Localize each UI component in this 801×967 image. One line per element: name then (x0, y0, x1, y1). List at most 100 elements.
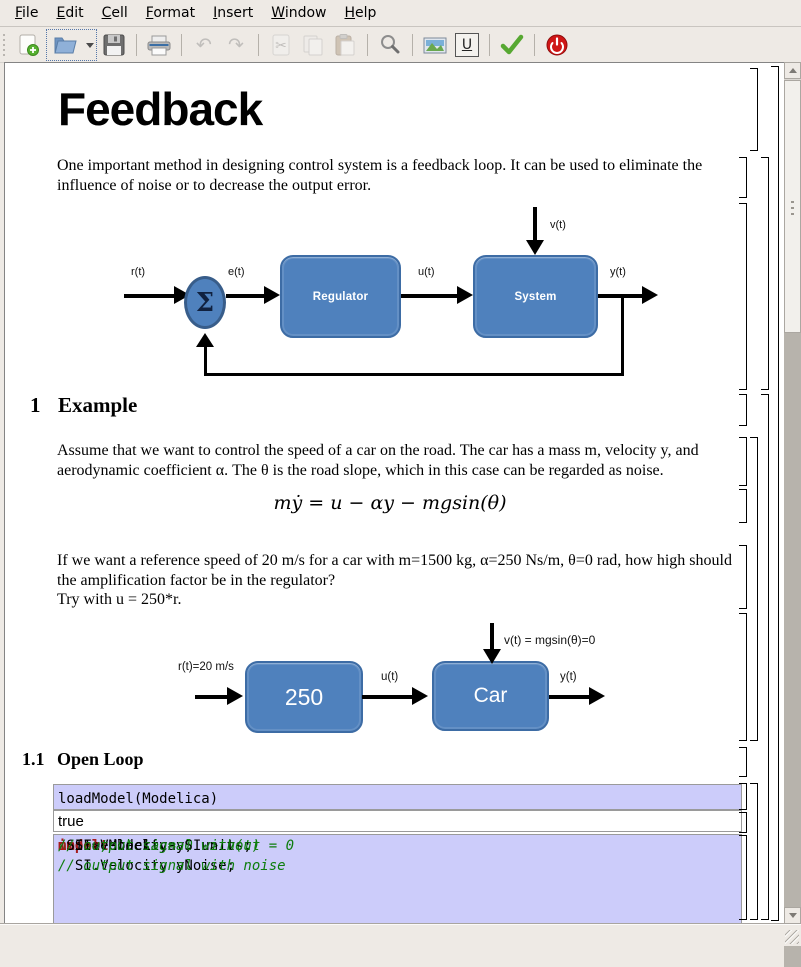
cell-bracket[interactable] (739, 489, 747, 523)
scroll-up-button[interactable] (784, 62, 801, 79)
scrollbar-thumb[interactable] (784, 80, 801, 333)
cell-bracket[interactable] (739, 545, 747, 609)
evaluate-check-icon[interactable] (498, 31, 526, 59)
menu-cell[interactable]: Cell (93, 2, 137, 24)
cell-bracket[interactable] (739, 613, 747, 741)
menu-file[interactable]: File (6, 2, 47, 24)
menu-window-rest: indow (284, 5, 327, 21)
menu-cell-accel: C (101, 5, 112, 21)
new-document-icon[interactable] (15, 31, 43, 59)
car-block: Car (432, 661, 549, 731)
diagram1-v-line (533, 207, 537, 242)
paragraph-intro-line1: One important method in designing contro… (57, 157, 703, 174)
open-notebook-button[interactable] (46, 29, 97, 61)
vertical-scrollbar[interactable] (784, 62, 801, 967)
menu-window[interactable]: Window (262, 2, 335, 24)
code-line-4: noise, theta = 0 -> v(t) = 0 (58, 838, 295, 854)
notebook-view: Feedback One important method in designi… (4, 62, 785, 925)
print-icon[interactable] (145, 31, 173, 59)
cell-bracket[interactable] (739, 812, 747, 833)
menu-file-rest: ile (22, 5, 39, 21)
open-dropdown-icon[interactable] (86, 42, 94, 48)
insert-image-icon[interactable] (421, 31, 449, 59)
document-bracket[interactable] (771, 66, 779, 921)
menu-edit[interactable]: Edit (47, 2, 92, 24)
toolbar-separator (489, 34, 490, 56)
toolbar-separator (367, 34, 368, 56)
paragraph-intro-line2: influence of noise or to decrease the ou… (57, 176, 372, 194)
diagram2-u-line (362, 695, 414, 699)
copy-icon[interactable] (299, 31, 327, 59)
scroll-down-arrow-icon (788, 913, 797, 918)
diagram1-e-arrowhead (264, 286, 280, 304)
menu-help-rest: elp (355, 5, 377, 21)
scrollbar-track[interactable] (784, 333, 801, 967)
scroll-up-arrow-icon (788, 68, 797, 73)
scrollbar-grip-icon (791, 199, 794, 215)
heading-open-loop[interactable]: 1.1 Open Loop (22, 749, 144, 770)
diagram2-r-label: r(t)=20 m/s (178, 661, 234, 673)
menu-bar: File Edit Cell Format Insert Window Help (0, 0, 801, 27)
output-cell-true[interactable]: true (53, 810, 742, 832)
heading-open-loop-text: Open Loop (57, 749, 144, 769)
cut-icon[interactable]: ✂ (267, 31, 295, 59)
menu-help[interactable]: Help (336, 2, 386, 24)
undo-icon[interactable]: ↶ (196, 34, 212, 56)
section-bracket[interactable] (761, 394, 769, 920)
menu-insert-accel: I (213, 5, 218, 21)
heading-example-text: Example (58, 393, 138, 417)
menu-format-accel: F (145, 5, 154, 21)
save-icon[interactable] (100, 31, 128, 59)
group-bracket[interactable] (750, 783, 758, 920)
redo-icon[interactable]: ↷ (228, 34, 244, 56)
stop-power-icon[interactable] (543, 31, 571, 59)
cell-bracket[interactable] (739, 437, 747, 486)
cell-bracket[interactable] (739, 203, 747, 390)
math-formula[interactable]: mẏ = u − αy − mgsin(θ) (273, 492, 507, 514)
diagram2-output-line (549, 695, 591, 699)
resize-grip[interactable] (785, 930, 799, 944)
paste-icon[interactable] (331, 31, 359, 59)
paragraph-reference-speed[interactable]: If we want a reference speed of 20 m/s f… (57, 551, 732, 610)
section-bracket[interactable] (761, 157, 769, 390)
open-notebook-icon[interactable] (51, 31, 79, 59)
diagram2-y-label: y(t) (560, 671, 577, 683)
diagram2-output-arrowhead (589, 687, 605, 705)
group-bracket[interactable] (750, 437, 758, 741)
toolbar-grip[interactable] (3, 34, 8, 56)
menu-edit-rest: dit (65, 5, 84, 21)
cell-bracket[interactable] (739, 747, 747, 777)
feedback-line-up (204, 347, 207, 374)
paragraph-reference-line2: the amplification factor be in the regul… (57, 571, 336, 589)
search-icon[interactable] (376, 31, 404, 59)
cell-bracket[interactable] (739, 157, 747, 198)
document-title[interactable]: Feedback (58, 83, 263, 135)
feedback-arrowhead (196, 333, 214, 347)
diagram1-y-label: y(t) (610, 266, 626, 278)
paragraph-assume-line1: Assume that we want to control the speed… (57, 442, 699, 459)
menu-format[interactable]: Format (137, 2, 204, 24)
input-cell-model[interactable]: model noFeedback import SI = Modelica.SI… (53, 834, 742, 925)
input-cell-loadmodel-text: loadModel(Modelica) (58, 791, 219, 807)
group-bracket[interactable] (750, 68, 758, 151)
feedback-line-across (204, 373, 624, 376)
paragraph-assume-line2: aerodynamic coefficient α. The θ is the … (57, 461, 664, 479)
paragraph-intro[interactable]: One important method in designing contro… (57, 156, 702, 195)
menu-insert-rest: nsert (217, 5, 254, 21)
system-block: System (473, 255, 598, 338)
diagram2-v-label: v(t) = mgsin(θ)=0 (504, 633, 596, 647)
menu-insert[interactable]: Insert (204, 2, 262, 24)
cell-bracket[interactable] (739, 394, 747, 426)
gain-block: 250 (245, 661, 363, 733)
heading-open-loop-number: 1.1 (22, 749, 45, 769)
diagram1-v-label: v(t) (550, 219, 566, 231)
toolbar-separator (258, 34, 259, 56)
scroll-down-button[interactable] (784, 907, 801, 924)
diagram2-input-arrowhead (227, 687, 243, 705)
paragraph-assume[interactable]: Assume that we want to control the speed… (57, 441, 699, 480)
underline-icon[interactable]: U (453, 31, 481, 59)
cell-bracket[interactable] (739, 783, 747, 810)
cell-bracket[interactable] (739, 835, 747, 920)
input-cell-loadmodel[interactable]: loadModel(Modelica) (53, 784, 742, 810)
